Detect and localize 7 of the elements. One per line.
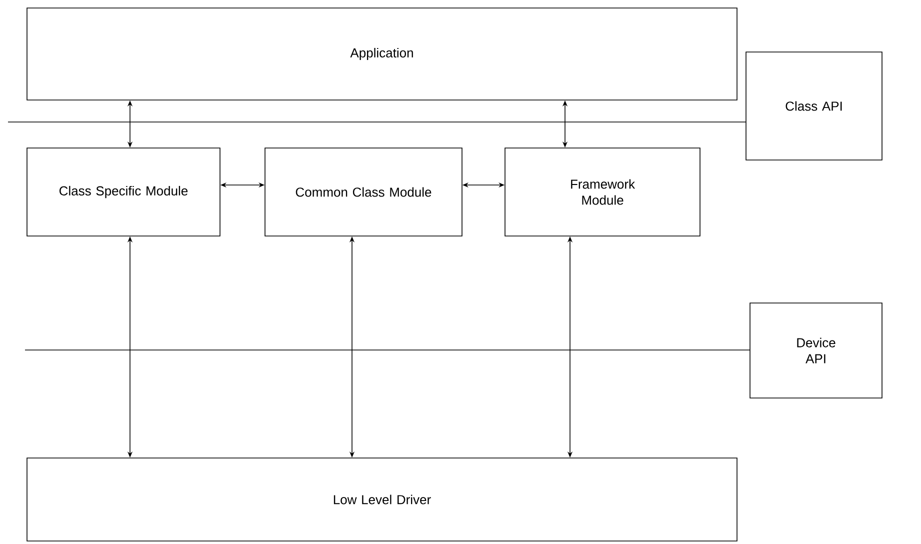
layer-box: Application	[26, 8, 738, 100]
layer-box: Class API	[746, 52, 882, 160]
layer-box: Low Level Driver	[26, 458, 738, 542]
layer-box: Class Specific Module	[26, 148, 220, 236]
layer-box: Device API	[750, 302, 882, 398]
layer-box: Common Class Module	[264, 148, 462, 236]
layer-box: Framework Module	[504, 148, 700, 236]
